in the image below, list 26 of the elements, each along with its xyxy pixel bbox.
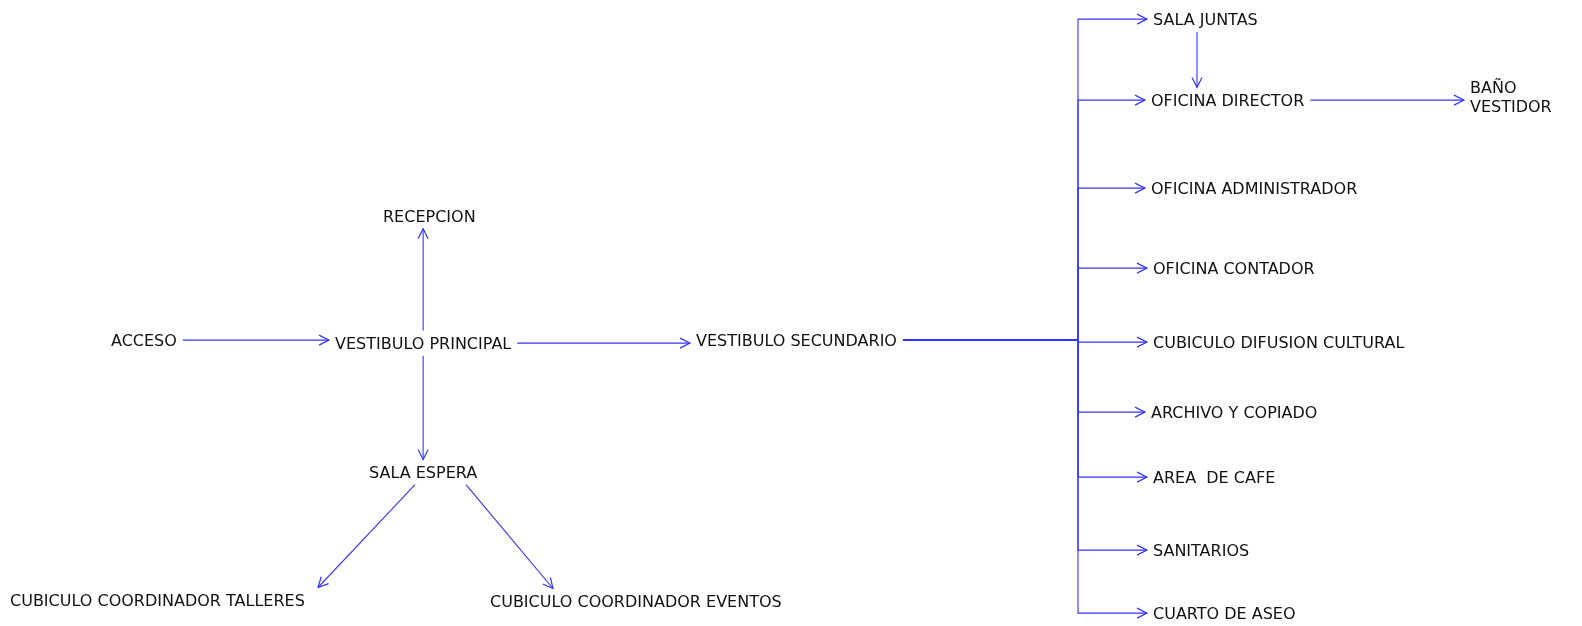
arrow — [465, 484, 554, 590]
arrow — [417, 355, 429, 461]
room-label: VESTIBULO PRINCIPAL — [329, 330, 518, 356]
room-label: OFICINA ADMINISTRADOR — [1145, 175, 1364, 201]
room-label: CUBICULO COORDINADOR TALLERES — [4, 587, 311, 613]
arrow — [902, 339, 1148, 619]
arrow — [1191, 31, 1203, 89]
room-label: SANITARIOS — [1147, 537, 1256, 563]
arrow — [417, 228, 429, 332]
room-label: ACCESO — [105, 327, 183, 353]
room-label: VESTIBULO SECUNDARIO — [690, 327, 903, 353]
arrow — [1309, 94, 1465, 106]
room-label: ARCHIVO Y COPIADO — [1145, 399, 1324, 425]
room-label: OFICINA DIRECTOR — [1145, 87, 1311, 113]
room-label: CUBICULO COORDINADOR EVENTOS — [484, 588, 788, 614]
room-label: AREA DE CAFE — [1147, 464, 1282, 490]
room-label: SALA JUNTAS — [1147, 6, 1264, 32]
room-label: BAÑO VESTIDOR — [1464, 75, 1576, 120]
room-label: SALA ESPERA — [363, 459, 484, 485]
room-label: OFICINA CONTADOR — [1147, 255, 1321, 281]
arrow — [317, 484, 416, 589]
room-label: RECEPCION — [377, 203, 482, 229]
room-label: CUBICULO DIFUSION CULTURAL — [1147, 329, 1411, 355]
arrow — [516, 337, 691, 349]
room-label: CUARTO DE ASEO — [1147, 600, 1302, 626]
arrow — [182, 334, 330, 346]
